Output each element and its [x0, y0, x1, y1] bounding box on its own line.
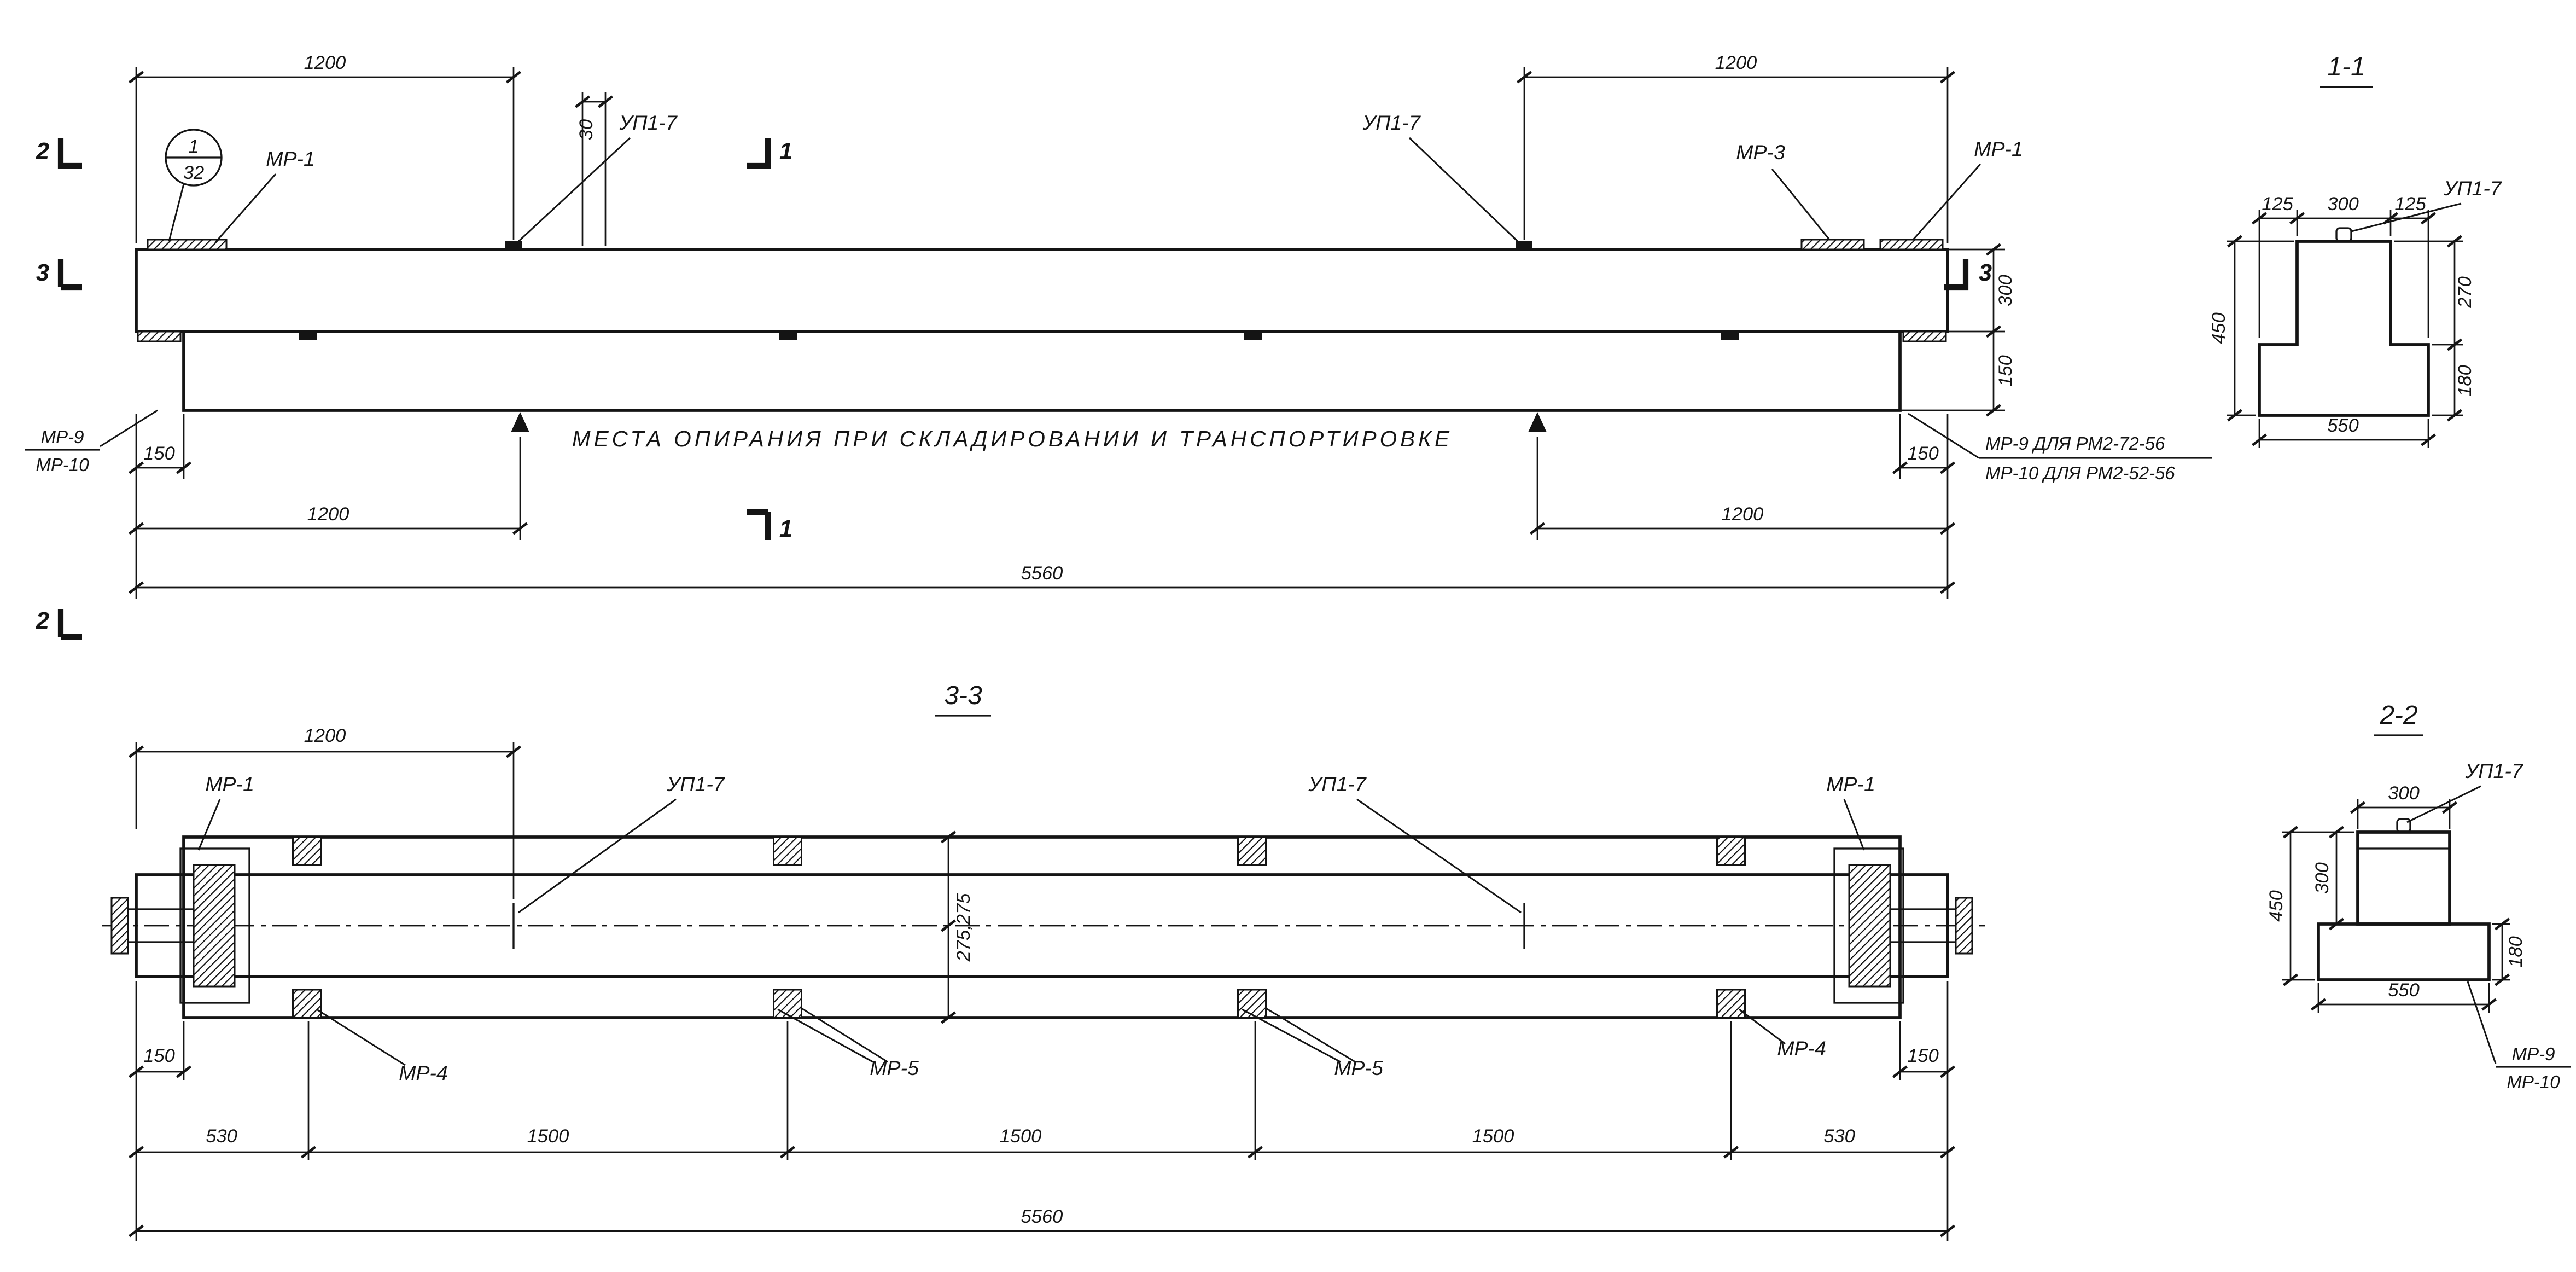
section-mark-3-left: 3 [36, 260, 49, 286]
dim-5560-plan: 5560 [1021, 1206, 1063, 1227]
mr1-plate-right [1879, 239, 1944, 251]
dim-5560-elevation: 5560 [1021, 563, 1063, 584]
dim-1500-1: 1500 [527, 1126, 569, 1147]
support-arrow-left [511, 412, 529, 432]
plan-dimensions: 1200 275,275 150 150 530 1500 1500 1500 … [129, 725, 1954, 1241]
label-mr10-left: МР-10 [36, 455, 89, 475]
section-2-2-dimensions: 300 450 300 180 550 [2266, 783, 2526, 1013]
elevation-dimensions: 1200 1200 30 300 150 150 150 1200 1200 5… [129, 53, 2016, 599]
label-mr4-left: МР-4 [399, 1061, 448, 1084]
section-2-2-title: 2-2 [2379, 701, 2417, 730]
section-marks-elevation: 2 3 2 3 1 1 1 32 [36, 129, 1992, 640]
detail-circle-top: 1 [188, 136, 199, 157]
section-mark-1-top: 1 [779, 138, 792, 165]
dim-180-s11: 180 [2455, 365, 2475, 397]
label-up17-section11: УП1-7 [2443, 177, 2502, 200]
dim-150-bottom-left: 150 [143, 443, 175, 464]
dim-450-s22: 450 [2266, 890, 2287, 922]
dim-300-right: 300 [1995, 275, 2016, 306]
dim-150-right: 150 [1995, 355, 2016, 387]
label-mr1-right: МР-1 [1974, 137, 2023, 160]
section-2-2-upper [2356, 830, 2451, 926]
dim-1200-bottom-right: 1200 [1722, 504, 1764, 525]
label-mr9-left: МР-9 [41, 427, 84, 447]
dim-1200-top-left: 1200 [304, 53, 346, 73]
section-2-2-view: 2-2 УП1-7 МР-9 МР-10 300 450 300 180 550 [2266, 701, 2571, 1092]
label-mr1-left: МР-1 [266, 147, 315, 170]
plan-anchor-right [1833, 847, 1973, 1004]
up17-marks-plan [512, 903, 1525, 949]
dim-180-s22: 180 [2505, 936, 2526, 968]
dim-150-right-plan: 150 [1907, 1046, 1939, 1066]
plan-anchor-left [110, 847, 250, 1004]
label-up17-left: УП1-7 [619, 111, 678, 134]
dim-275-275: 275,275 [953, 893, 974, 962]
mr3-plate [1800, 239, 1865, 251]
embedded-plates-elevation [137, 239, 1947, 342]
note-mr10-right: МР-10 ДЛЯ РМ2-52-56 [1985, 463, 2175, 483]
support-arrow-right [1528, 412, 1547, 432]
dim-150-left-plan: 150 [143, 1046, 175, 1066]
dim-1200-plan: 1200 [304, 725, 346, 746]
label-mr4-right: МР-4 [1777, 1037, 1826, 1060]
label-up17-right-plan: УП1-7 [1308, 773, 1367, 795]
section-mark-2-bottom: 2 [36, 608, 49, 634]
label-mr5-right: МР-5 [1334, 1056, 1383, 1079]
plan-labels: МР-1 УП1-7 УП1-7 МР-1 МР-4 МР-5 МР-5 МР-… [197, 773, 1875, 1084]
section-2-2-lower [2317, 922, 2491, 981]
up17-stud [2335, 227, 2352, 242]
support-points: МЕСТА ОПИРАНИЯ ПРИ СКЛАДИРОВАНИИ И ТРАНС… [511, 412, 1547, 451]
mr9-plate-right [1902, 330, 1947, 342]
plan-3-3-view: 3-3 [102, 681, 1985, 1241]
support-note: МЕСТА ОПИРАНИЯ ПРИ СКЛАДИРОВАНИИ И ТРАНС… [572, 426, 1453, 451]
label-mr1-left-plan: МР-1 [205, 773, 254, 795]
label-mr9-s22: МР-9 [2512, 1044, 2555, 1064]
beam-outline [135, 241, 1949, 412]
label-mr10-s22: МР-10 [2507, 1072, 2560, 1092]
elevation-view: МЕСТА ОПИРАНИЯ ПРИ СКЛАДИРОВАНИИ И ТРАНС… [25, 53, 2212, 640]
dim-1500-3: 1500 [1472, 1126, 1514, 1147]
dim-1500-2: 1500 [1000, 1126, 1042, 1147]
detail-circle-mark: 1 32 [165, 129, 223, 242]
dim-530-left: 530 [206, 1126, 237, 1147]
section-mark-2-top: 2 [36, 138, 49, 165]
plan-embeds [292, 836, 1746, 1019]
section-1-1-title: 1-1 [2327, 53, 2365, 82]
dim-270-s11: 270 [2455, 276, 2475, 309]
note-mr9-right: МР-9 ДЛЯ РМ2-72-56 [1985, 433, 2165, 454]
section-mark-3-right: 3 [1979, 260, 1992, 286]
mr1-plate-left [147, 239, 228, 251]
dim-1200-bottom-left: 1200 [307, 504, 349, 525]
dim-300-left-s22: 300 [2312, 862, 2333, 894]
plan-3-3-title: 3-3 [944, 681, 982, 710]
dim-300-mid: 300 [2327, 194, 2359, 214]
section-1-1-concrete [2258, 240, 2430, 417]
dim-30: 30 [576, 119, 597, 140]
label-mr3: МР-3 [1736, 141, 1785, 164]
section-1-1-view: 1-1 УП1-7 125 300 125 450 270 180 550 [2208, 53, 2503, 448]
dim-530-right: 530 [1823, 1126, 1855, 1147]
mr9-plate-left [137, 330, 182, 342]
elevation-labels: МР-1 УП1-7 УП1-7 МР-3 МР-1 МР-9 МР-10 МР… [25, 111, 2212, 483]
section-mark-1-bottom: 1 [779, 516, 792, 542]
label-up17-left-plan: УП1-7 [666, 773, 725, 795]
dim-125-left: 125 [2262, 194, 2293, 214]
dim-450-s11: 450 [2208, 312, 2229, 344]
section-1-1-dimensions: 125 300 125 450 270 180 550 [2208, 194, 2475, 448]
dim-550-s22: 550 [2388, 980, 2420, 1001]
label-mr1-right-plan: МР-1 [1826, 773, 1875, 795]
detail-circle-bottom: 32 [183, 162, 204, 183]
dim-300-top-s22: 300 [2388, 783, 2420, 804]
dim-1200-top-right: 1200 [1715, 53, 1757, 73]
dim-125-right: 125 [2394, 194, 2426, 214]
dim-550-s11: 550 [2327, 415, 2359, 436]
plan-beam-outline [102, 835, 1985, 1019]
label-mr5-left: МР-5 [870, 1056, 919, 1079]
label-up17-right: УП1-7 [1362, 111, 1421, 134]
dim-150-bottom-right: 150 [1907, 443, 1939, 464]
up17-stud-s22 [2396, 818, 2411, 833]
label-up17-section22: УП1-7 [2464, 759, 2523, 782]
